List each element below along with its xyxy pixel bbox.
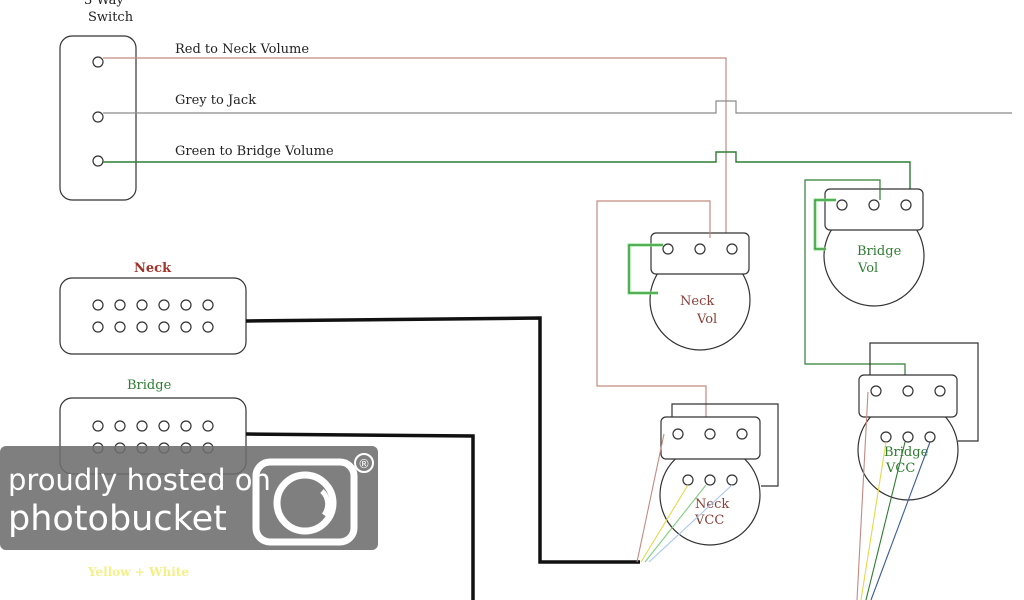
neck-pickup-body <box>59 277 247 355</box>
green-wire <box>103 151 911 202</box>
neck-pole-2-3 <box>136 321 148 333</box>
grey-wire <box>103 100 1012 114</box>
neck-vcc-switch-lug-2 <box>704 474 716 486</box>
neck-vcc-label-line1: Neck <box>695 497 729 512</box>
three-way-switch: 3 Way Switch <box>59 0 137 201</box>
bridge-pole-1-5 <box>180 420 192 432</box>
photobucket-watermark: proudly hosted on photobucket ® <box>0 446 378 550</box>
switch-lug-top <box>92 56 104 68</box>
switch-title-line1: 3 Way <box>84 0 124 8</box>
switch-lug-middle <box>92 111 104 123</box>
neck-pole-2-6 <box>202 321 214 333</box>
watermark-line1: proudly hosted on <box>8 463 271 497</box>
switch-lug-bottom <box>92 155 104 167</box>
red-wire-label: Red to Neck Volume <box>175 42 309 57</box>
red-wire <box>103 57 727 241</box>
bridge-pole-1-4 <box>158 420 170 432</box>
neck-pole-1-2 <box>114 299 126 311</box>
registered-icon <box>354 453 374 473</box>
bridge-vcc-lead-green <box>865 441 906 600</box>
neck-vol-lug-3 <box>726 243 738 255</box>
switch-wires: Red to Neck Volume Grey to Jack Green to… <box>103 42 1012 241</box>
bridge-vcc-lug-3 <box>934 385 946 397</box>
bridge-vol-label-line2: Vol <box>857 261 878 276</box>
bridge-vcc-pickup-leads <box>856 391 931 600</box>
bridge-vcc-switch-lug-2 <box>902 431 914 443</box>
neck-pickup-lead <box>245 316 640 564</box>
neck-pole-1-6 <box>202 299 214 311</box>
bridge-vcc-lead-red <box>856 391 869 600</box>
neck-vcc-lug-2 <box>704 428 716 440</box>
bridge-vol-ground-jumper-core <box>814 199 836 250</box>
neck-vcc-body <box>659 444 761 546</box>
neck-pole-pieces <box>92 299 214 333</box>
neck-vol-label-line2: Vol <box>696 312 717 327</box>
neck-vcc-switch-lug-1 <box>682 474 694 486</box>
neck-vol-lug-2 <box>694 243 706 255</box>
neck-vol-label-line1: Neck <box>680 294 714 309</box>
watermark-registered-mark: ® <box>358 457 370 471</box>
bridge-vcc-pot: Bridge VCC <box>857 342 979 501</box>
grey-wire-label: Grey to Jack <box>175 93 256 108</box>
neck-pole-1-5 <box>180 299 192 311</box>
camera-icon <box>252 458 358 546</box>
neck-vcc-lead-green <box>644 484 707 563</box>
neck-pole-1-1 <box>92 299 104 311</box>
bridge-pole-1-6 <box>202 420 214 432</box>
neck-vcc-pickup-leads <box>636 433 733 563</box>
neck-pole-1-4 <box>158 299 170 311</box>
neck-vcc-label-line2: VCC <box>694 513 724 528</box>
bridge-vcc-ground-wire <box>869 342 979 442</box>
green-wire-label: Green to Bridge Volume <box>175 144 334 159</box>
neck-vcc-pot: Neck VCC <box>659 403 779 546</box>
neck-vcc-lead-yellow <box>640 484 689 563</box>
neck-vcc-lead-red <box>636 433 665 563</box>
bridge-vcc-lug-2 <box>902 385 914 397</box>
bridge-vol-lug-2 <box>868 199 880 211</box>
bridge-vcc-lead-yellow <box>860 441 887 600</box>
bridge-pole-1-1 <box>92 420 104 432</box>
neck-pole-2-1 <box>92 321 104 333</box>
bridge-vcc-label-line2: VCC <box>885 461 915 476</box>
bridge-vol-lug-3 <box>900 199 912 211</box>
neck-vcc-lug-3 <box>736 428 748 440</box>
neck-vol-ground-jumper-core <box>628 244 663 294</box>
neck-vcc-switch-lug-3 <box>726 474 738 486</box>
bridge-vcc-switch-lug-1 <box>880 431 892 443</box>
neck-vcc-lead-blue <box>648 484 733 563</box>
neck-vcc-ground-wire <box>671 403 779 487</box>
neck-pole-2-5 <box>180 321 192 333</box>
bridge-vcc-lug-1 <box>870 385 882 397</box>
bridge-vcc-switch-lug-3 <box>924 431 936 443</box>
bridge-pickup-lead <box>245 432 475 600</box>
bridge-pickup-label: Bridge <box>127 378 172 393</box>
bridge-vcc-label-line1: Bridge <box>884 445 929 460</box>
neck-vol-lug-1 <box>662 243 674 255</box>
neck-vol-to-vcc-wire <box>596 200 711 432</box>
bridge-vol-lug-1 <box>836 199 848 211</box>
bridge-pole-1-3 <box>136 420 148 432</box>
bridge-vol-label-line1: Bridge <box>857 244 902 259</box>
bridge-pole-1-2 <box>114 420 126 432</box>
watermark-line2: photobucket <box>8 499 227 539</box>
neck-vcc-lug-1 <box>672 428 684 440</box>
neck-pickup: Neck <box>59 261 247 355</box>
bridge-vol-to-vcc-wire <box>804 179 906 388</box>
neck-pickup-label: Neck <box>134 261 172 276</box>
bridge-vcc-lead-blue <box>870 441 931 600</box>
neck-volume-pot: Neck Vol <box>649 232 751 351</box>
neck-pole-2-2 <box>114 321 126 333</box>
switch-title-line2: Switch <box>88 10 134 25</box>
neck-pole-2-4 <box>158 321 170 333</box>
neck-pole-1-3 <box>136 299 148 311</box>
yellow-white-note: Yellow + White <box>87 565 189 579</box>
bridge-volume-pot: Bridge Vol <box>823 188 925 307</box>
